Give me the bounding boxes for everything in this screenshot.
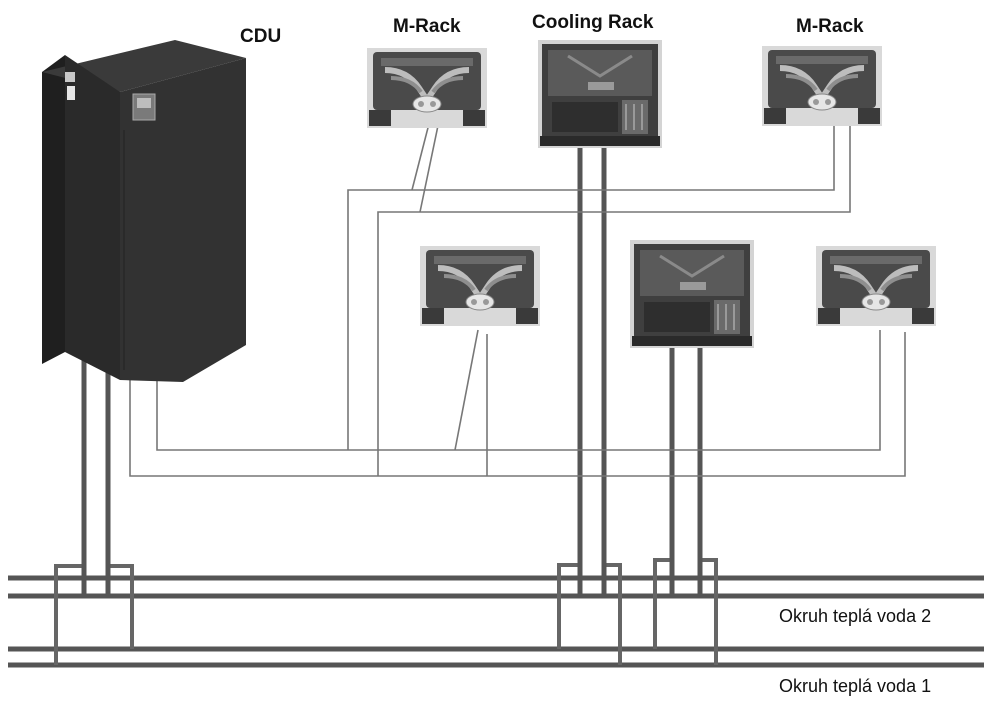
loop-1-header <box>8 646 984 668</box>
cooling-rack-bottom <box>628 238 756 350</box>
m-rack-left <box>367 48 487 128</box>
m-rack-left-label: M-Rack <box>393 16 461 37</box>
loop-1-label: Okruh teplá voda 1 <box>779 676 932 696</box>
m-rack-lower-right <box>816 246 936 326</box>
cdu-cabinet <box>42 40 246 382</box>
m-rack-middle <box>420 246 540 326</box>
main-pipes <box>81 120 703 596</box>
secondary-lines <box>129 111 906 477</box>
loop-2-header <box>8 575 984 599</box>
m-rack-right-label: M-Rack <box>796 16 864 37</box>
m-rack-right <box>762 46 882 126</box>
cooling-rack-top <box>536 38 664 150</box>
loop-2-label: Okruh teplá voda 2 <box>779 606 932 626</box>
cooling-rack-label: Cooling Rack <box>532 12 654 33</box>
cdu-label: CDU <box>240 26 282 47</box>
